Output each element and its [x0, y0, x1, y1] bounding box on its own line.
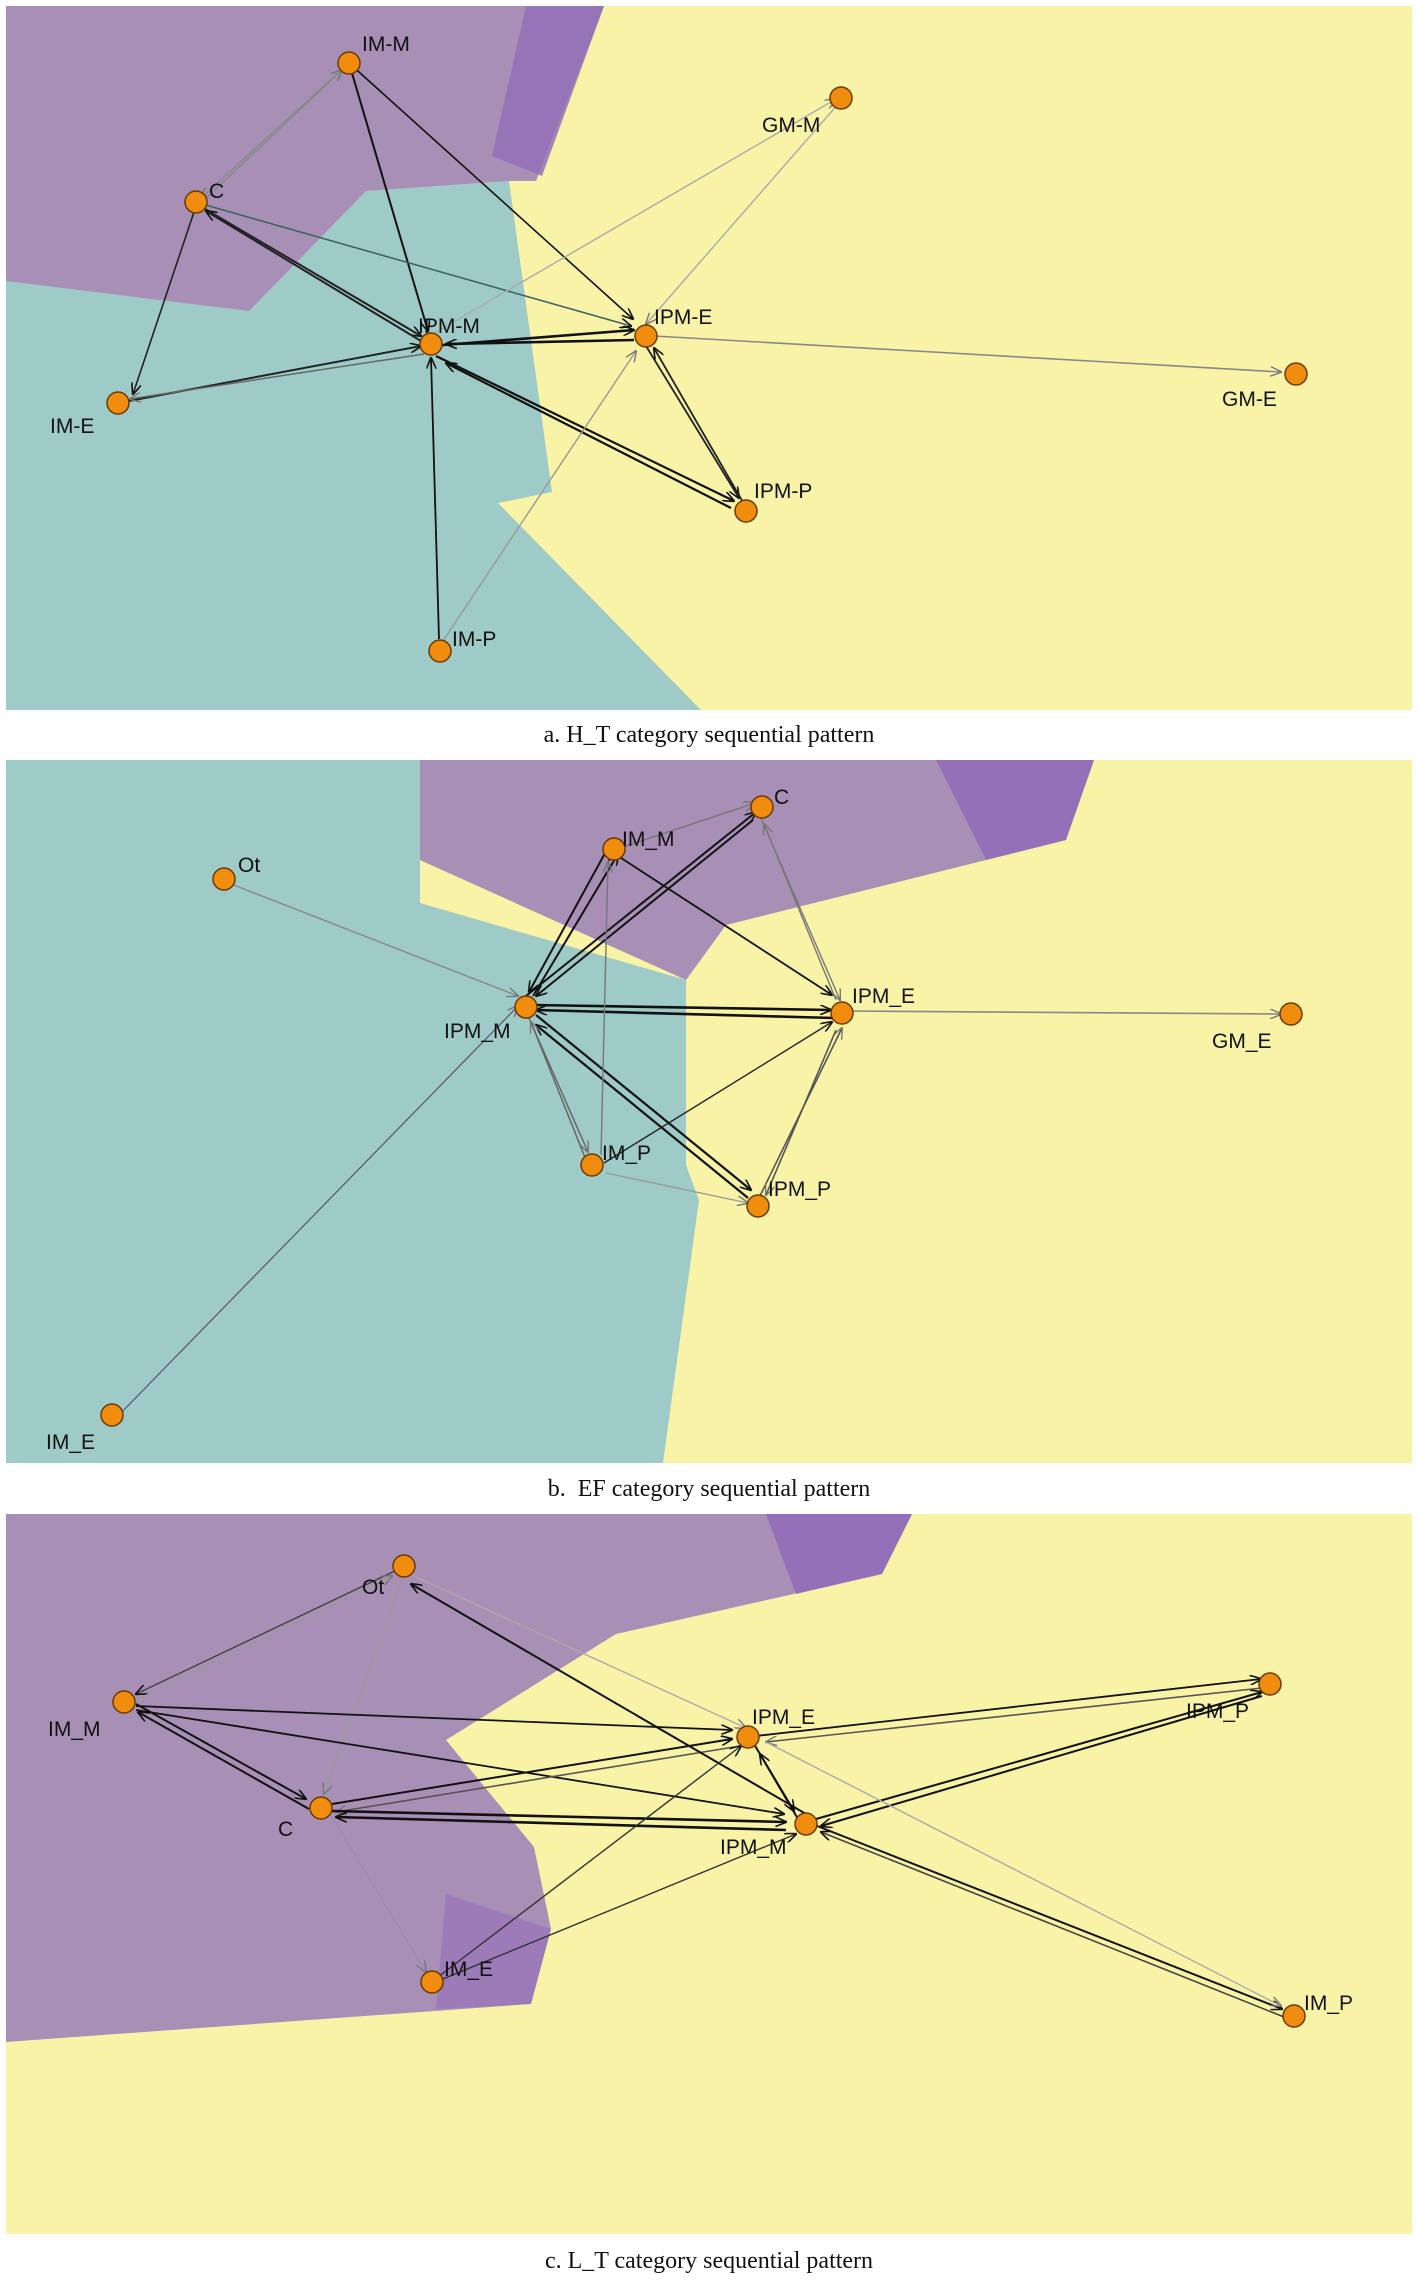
svg-text:Ot: Ot [362, 1576, 384, 1599]
network-b: C Ot IM_M IPM_M IPM_E GM_E IM_P IPM_P [6, 760, 1412, 1463]
node-ipm-p: IPM-P [734, 480, 812, 523]
node-ipm-m: IPM-M [418, 315, 480, 356]
svg-text:IPM_E: IPM_E [752, 1706, 815, 1729]
node-c: C [278, 1796, 333, 1841]
edges-b [115, 803, 1281, 1419]
node-ipm-m: IPM_M [720, 1812, 818, 1859]
caption-c: c. L_T category sequential pattern [544, 2248, 874, 2274]
svg-text:C: C [209, 180, 224, 203]
svg-text:IPM_M: IPM_M [720, 1836, 787, 1859]
node-ipm-e: IPM_E [830, 985, 915, 1025]
svg-text:IM_E: IM_E [444, 1958, 493, 1981]
svg-text:IPM_E: IPM_E [852, 985, 915, 1008]
svg-text:GM_E: GM_E [1212, 1030, 1272, 1053]
svg-text:IM-E: IM-E [50, 415, 94, 438]
network-c: Ot IM_M IPM_P IPM_E C IPM_M IM_P IM_E [6, 1514, 1412, 2234]
node-ipm-m: IPM_M [444, 995, 538, 1043]
svg-text:IM_E: IM_E [46, 1431, 95, 1454]
region-purple-deep-low [436, 1894, 551, 2009]
nodes-a: IM-M GM-M C IPM-M IPM-E GM-E IM-E IPM-P [50, 33, 1308, 663]
node-ipm-p: IPM_P [1186, 1672, 1282, 1723]
node-ot: Ot [212, 854, 260, 891]
node-ot: Ot [362, 1554, 416, 1599]
node-im-p: IM_P [580, 1142, 651, 1177]
node-ipm-p: IPM_P [746, 1178, 831, 1218]
node-gm-m: GM-M [762, 86, 853, 137]
panel-b: C Ot IM_M IPM_M IPM_E GM_E IM_P IPM_P [6, 760, 1412, 1463]
svg-text:IPM-E: IPM-E [654, 306, 712, 329]
svg-text:GM-E: GM-E [1222, 388, 1277, 411]
node-ipm-e: IPM-E [634, 306, 712, 348]
node-im-e: IM_E [420, 1958, 493, 1994]
svg-text:IPM_P: IPM_P [1186, 1700, 1249, 1723]
edges-c [136, 1568, 1284, 2018]
edges-a [117, 62, 1281, 642]
panel-c: Ot IM_M IPM_P IPM_E C IPM_M IM_P IM_E [6, 1514, 1412, 2234]
node-im-m: IM-M [337, 33, 410, 75]
node-gm-e: GM-E [1222, 362, 1308, 411]
svg-text:IM_M: IM_M [622, 828, 675, 851]
svg-text:IPM_M: IPM_M [444, 1020, 511, 1043]
svg-text:IPM_P: IPM_P [768, 1178, 831, 1201]
node-im-m: IM_M [48, 1690, 136, 1741]
region-purple-deep [936, 760, 1094, 860]
svg-text:C: C [774, 786, 789, 809]
svg-text:IM-P: IM-P [452, 628, 496, 651]
region-purple [420, 760, 1094, 980]
svg-text:IM_P: IM_P [602, 1142, 651, 1165]
svg-text:IPM-P: IPM-P [754, 480, 812, 503]
caption-b: b. EF category sequential pattern [547, 1476, 871, 1502]
region-teal [6, 181, 701, 710]
network-a: IM-M GM-M C IPM-M IPM-E GM-E IM-E IPM-P [6, 6, 1412, 710]
node-c: C [750, 786, 789, 819]
node-im-p: IM_P [1282, 1992, 1353, 2028]
svg-text:GM-M: GM-M [762, 114, 820, 137]
region-purple [6, 6, 604, 311]
node-im-e: IM-E [50, 391, 130, 438]
panel-a: IM-M GM-M C IPM-M IPM-E GM-E IM-E IPM-P [6, 6, 1412, 710]
region-purple-deep [766, 1514, 912, 1594]
region-purple [6, 1514, 912, 2042]
caption-a: a. H_T category sequential pattern [543, 722, 875, 748]
svg-text:IM-M: IM-M [362, 33, 410, 56]
node-im-e: IM_E [46, 1403, 124, 1454]
svg-text:IM_M: IM_M [48, 1718, 101, 1741]
node-c: C [184, 180, 224, 214]
svg-text:Ot: Ot [238, 854, 260, 877]
svg-text:IPM-M: IPM-M [418, 315, 480, 338]
svg-text:C: C [278, 1818, 293, 1841]
node-ipm-e: IPM_E [736, 1706, 815, 1749]
region-purple-deep [492, 6, 604, 176]
nodes-c: Ot IM_M IPM_P IPM_E C IPM_M IM_P IM_E [48, 1554, 1353, 2028]
region-teal [6, 760, 699, 1463]
svg-text:IM_P: IM_P [1304, 1992, 1353, 2015]
nodes-b: C Ot IM_M IPM_M IPM_E GM_E IM_P IPM_P [46, 786, 1303, 1454]
node-im-p: IM-P [428, 628, 496, 663]
node-gm-e: GM_E [1212, 1002, 1303, 1053]
node-im-m: IM_M [602, 828, 675, 861]
